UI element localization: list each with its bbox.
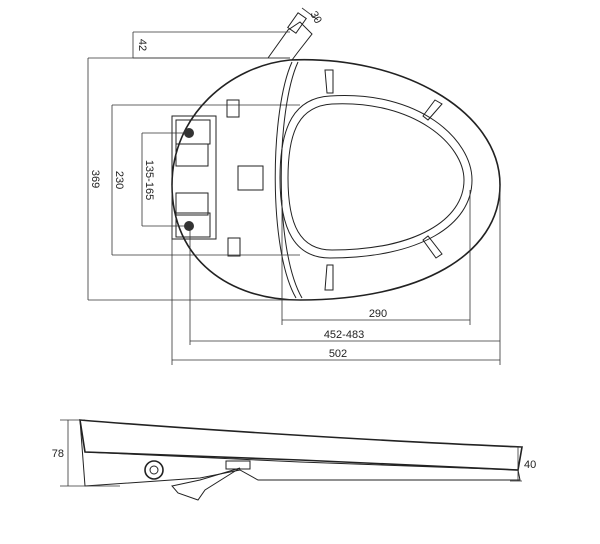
seat-hinge-boundary: [274, 61, 297, 299]
mount-block-top: [175, 143, 209, 167]
hinge-cap: [287, 12, 307, 34]
bumper-2: [422, 99, 443, 121]
dim-hinge-width: 30: [307, 9, 324, 26]
seat-outline: [171, 58, 501, 301]
dim-hinge-offset: 42: [136, 39, 148, 51]
bumper-3: [422, 235, 443, 259]
seat-hinge-boundary-inner: [280, 61, 303, 299]
hinge-cover: [267, 21, 313, 61]
slot-top: [226, 99, 240, 118]
dim-bolt-spacing: 135-165: [143, 160, 155, 200]
dim-opening-length: 290: [369, 308, 387, 320]
seat-profile: [79, 419, 521, 487]
seat-opening-inner: [287, 103, 465, 251]
bumper-4: [324, 264, 334, 291]
side-view: [60, 419, 523, 501]
slot-bottom: [227, 237, 241, 257]
hinge-knob: [144, 460, 164, 480]
dim-front-height: 40: [524, 459, 536, 471]
bumper-1: [324, 69, 334, 94]
nozzle-arm: [171, 467, 241, 501]
bolt-bracket-bottom: [175, 212, 211, 238]
dim-rear-height: 78: [52, 448, 64, 460]
dimension-lines: [87, 7, 501, 365]
top-view: [171, 12, 501, 301]
seat-opening-outer: [279, 95, 473, 259]
dim-overall-length: 502: [329, 348, 347, 360]
mount-block-bottom: [175, 192, 209, 216]
center-hinge: [237, 165, 264, 191]
dim-overall-width: 369: [89, 170, 101, 188]
dim-bolt-to-front: 452-483: [324, 329, 364, 341]
hinge-knob-center: [149, 465, 159, 475]
mount-plate: [171, 115, 217, 240]
dim-mount-span: 230: [113, 171, 125, 189]
seat-hinge: [225, 460, 251, 470]
